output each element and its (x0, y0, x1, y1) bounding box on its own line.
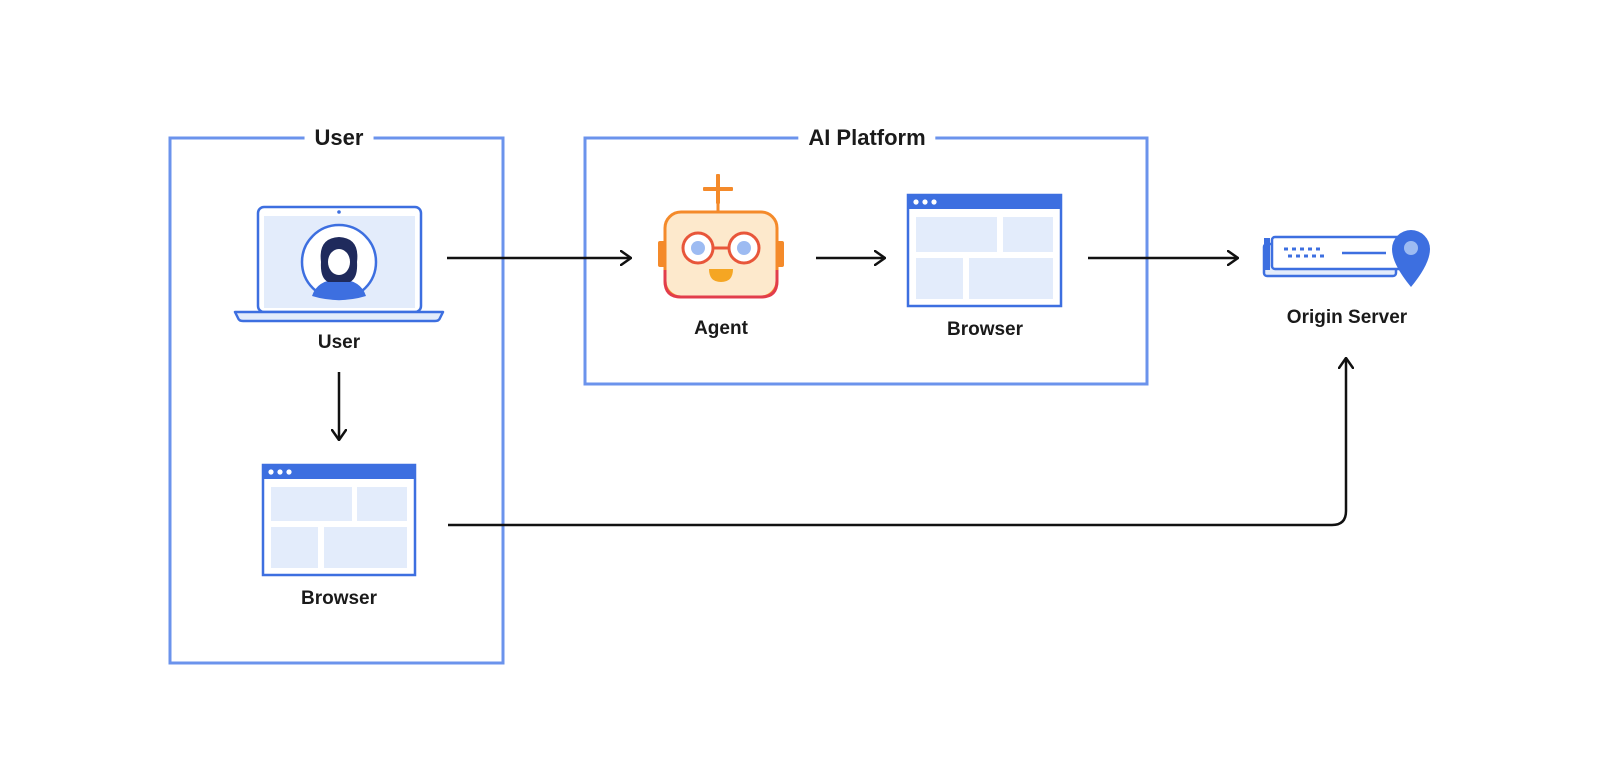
arrow-browser-to-origin-direct (448, 358, 1346, 527)
user-group-title: User (304, 125, 374, 151)
origin-server-node-label: Origin Server (1286, 307, 1408, 328)
user-laptop-icon (233, 205, 445, 323)
server-location-icon (1262, 230, 1430, 287)
agent-node-label: Agent (694, 318, 748, 339)
robot-agent-icon (658, 174, 784, 299)
ai-platform-group-title: AI Platform (798, 125, 936, 151)
user-node-label: User (317, 332, 361, 353)
user-browser-icon (261, 463, 417, 577)
platform-browser-node-label: Browser (946, 319, 1024, 340)
platform-browser-icon (906, 193, 1063, 308)
user-browser-node-label: Browser (300, 588, 378, 609)
